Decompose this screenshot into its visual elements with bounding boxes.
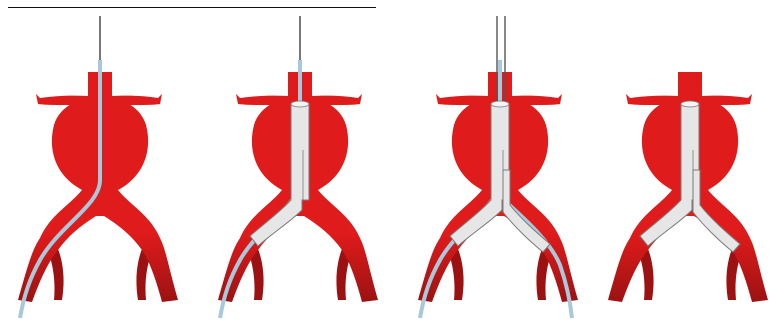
stent-graft-proximal-ring: [681, 101, 699, 107]
panel-step-1: [0, 0, 193, 326]
panel-svg-4: [590, 0, 772, 326]
panel-step-4: [590, 0, 772, 326]
panel-svg-2: [200, 0, 393, 326]
panel-svg-3: [400, 0, 593, 326]
panel-step-3: [400, 0, 593, 326]
panel-step-2: [200, 0, 393, 326]
stent-graft-proximal-ring: [291, 101, 309, 107]
panel-svg-1: [0, 0, 193, 326]
stent-graft-proximal-ring: [491, 101, 509, 107]
